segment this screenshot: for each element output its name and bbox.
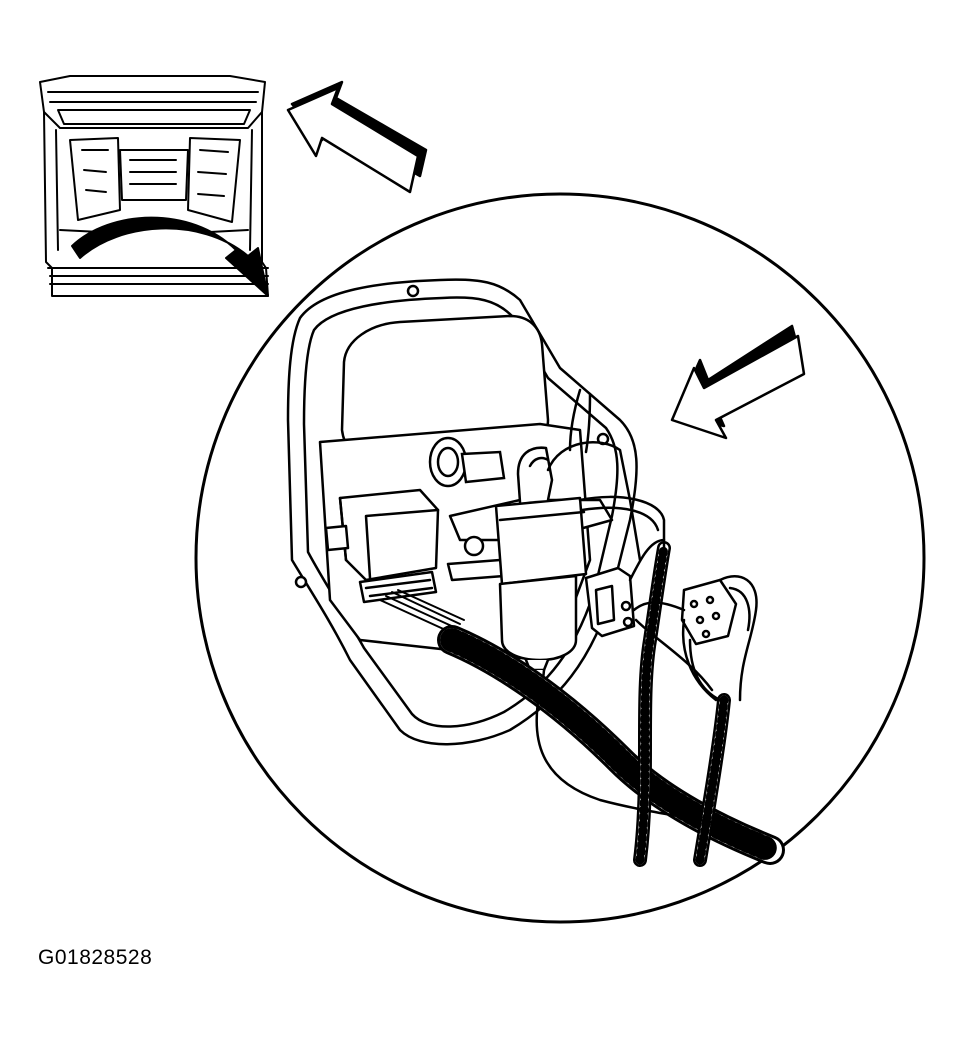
callout-curved-arrow xyxy=(71,216,269,297)
vehicle-locator-view xyxy=(39,75,269,297)
pigtail-connector xyxy=(680,578,738,646)
grommet-terminal xyxy=(428,436,506,488)
harness-connector xyxy=(584,566,636,638)
relay-connector xyxy=(324,488,440,604)
upper-direction-arrow xyxy=(286,80,428,194)
right-direction-arrow xyxy=(670,324,806,440)
wiring-harness xyxy=(379,388,785,867)
figure-id-label: G01828528 xyxy=(38,946,153,969)
solenoid-pump xyxy=(446,446,614,692)
